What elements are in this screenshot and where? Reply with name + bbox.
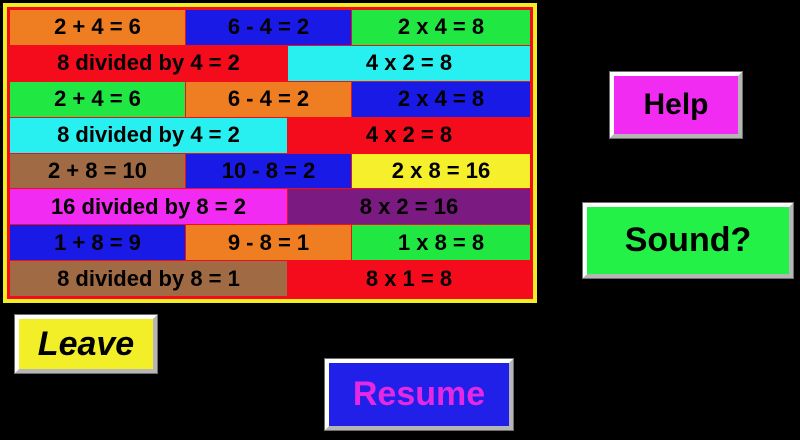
equation-cell[interactable]: 9 - 8 = 1 <box>185 225 352 261</box>
equation-row: 8 divided by 4 = 2 4 x 2 = 8 <box>10 45 530 81</box>
equation-row: 2 + 4 = 6 6 - 4 = 2 2 x 4 = 8 <box>10 81 530 117</box>
equation-cell[interactable]: 6 - 4 = 2 <box>185 10 352 45</box>
equation-row: 8 divided by 4 = 2 4 x 2 = 8 <box>10 117 530 153</box>
equation-cell[interactable]: 2 x 4 = 8 <box>352 10 530 45</box>
equation-cell[interactable]: 2 + 4 = 6 <box>10 81 185 117</box>
equation-row: 2 + 8 = 10 10 - 8 = 2 2 x 8 = 16 <box>10 153 530 189</box>
equation-cell[interactable]: 8 divided by 4 = 2 <box>10 45 287 81</box>
equation-cell[interactable]: 8 divided by 4 = 2 <box>10 117 287 153</box>
equation-cell[interactable]: 8 x 2 = 16 <box>287 189 530 225</box>
equation-row: 16 divided by 8 = 2 8 x 2 = 16 <box>10 189 530 225</box>
equation-cell[interactable]: 8 x 1 = 8 <box>287 261 530 296</box>
equation-cell[interactable]: 6 - 4 = 2 <box>185 81 352 117</box>
equation-cell[interactable]: 2 + 4 = 6 <box>10 10 185 45</box>
equation-row: 8 divided by 8 = 1 8 x 1 = 8 <box>10 261 530 296</box>
sound-toggle-button[interactable]: Sound? <box>583 203 793 278</box>
leave-button[interactable]: Leave <box>15 315 157 373</box>
equation-cell[interactable]: 4 x 2 = 8 <box>287 45 530 81</box>
help-button[interactable]: Help <box>610 72 742 138</box>
equation-cell[interactable]: 1 + 8 = 9 <box>10 225 185 261</box>
equation-row: 1 + 8 = 9 9 - 8 = 1 1 x 8 = 8 <box>10 225 530 261</box>
equation-cell[interactable]: 2 x 4 = 8 <box>352 81 530 117</box>
equation-cell[interactable]: 10 - 8 = 2 <box>185 153 352 189</box>
equation-board: 2 + 4 = 6 6 - 4 = 2 2 x 4 = 8 8 divided … <box>3 3 537 303</box>
equation-cell[interactable]: 4 x 2 = 8 <box>287 117 530 153</box>
equation-cell[interactable]: 1 x 8 = 8 <box>352 225 530 261</box>
equation-row: 2 + 4 = 6 6 - 4 = 2 2 x 4 = 8 <box>10 10 530 45</box>
equation-cell[interactable]: 2 + 8 = 10 <box>10 153 185 189</box>
equation-cell[interactable]: 16 divided by 8 = 2 <box>10 189 287 225</box>
resume-button[interactable]: Resume <box>325 359 513 430</box>
equation-cell[interactable]: 8 divided by 8 = 1 <box>10 261 287 296</box>
equation-cell[interactable]: 2 x 8 = 16 <box>352 153 530 189</box>
